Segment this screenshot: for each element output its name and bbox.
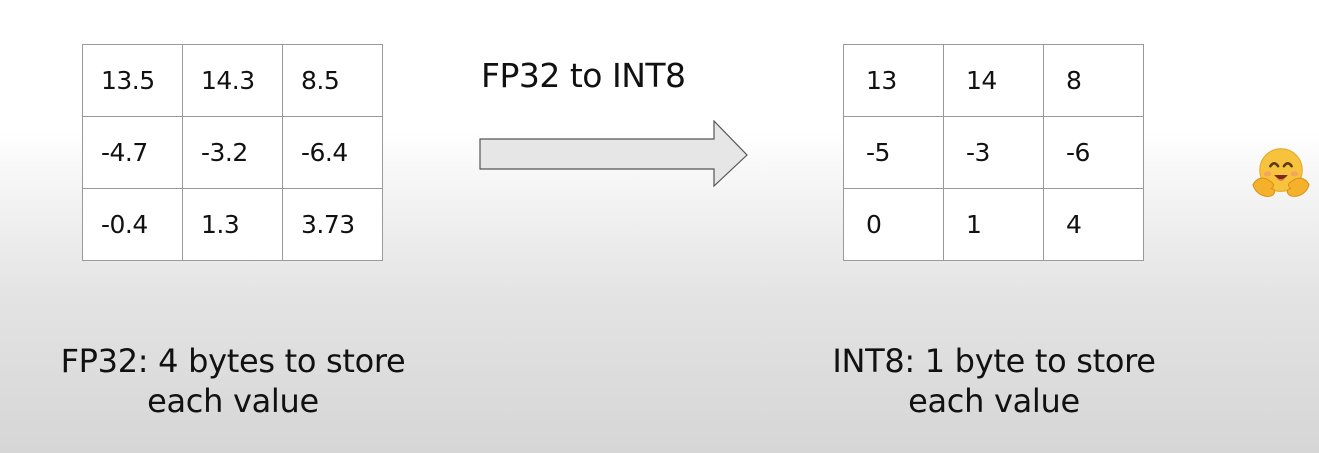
int8-caption-line2: each value [908,382,1080,420]
fp32-cell: 3.73 [282,188,383,261]
fp32-caption: FP32: 4 bytes to store each value [0,341,466,421]
fp32-cell: 13.5 [82,44,183,117]
int8-cell: 4 [1043,188,1144,261]
int8-cell: 14 [943,44,1044,117]
int8-cell: 1 [943,188,1044,261]
fp32-cell: -0.4 [82,188,183,261]
conversion-label: FP32 to INT8 [481,56,686,95]
fp32-cell: 8.5 [282,44,383,117]
right-arrow-icon [479,119,751,194]
table-row: -0.4 1.3 3.73 [82,188,383,261]
int8-cell: -3 [943,116,1044,189]
fp32-cell: -6.4 [282,116,383,189]
fp32-cell: 14.3 [182,44,283,117]
table-row: 13 14 8 [843,44,1144,117]
fp32-cell: -3.2 [182,116,283,189]
fp32-matrix: 13.5 14.3 8.5 -4.7 -3.2 -6.4 -0.4 1.3 3.… [82,44,383,261]
table-row: -4.7 -3.2 -6.4 [82,116,383,189]
int8-cell: 13 [843,44,944,117]
int8-matrix: 13 14 8 -5 -3 -6 0 1 4 [843,44,1144,261]
int8-caption: INT8: 1 byte to store each value [775,341,1213,421]
fp32-caption-line2: each value [147,382,319,420]
table-row: -5 -3 -6 [843,116,1144,189]
fp32-cell: 1.3 [182,188,283,261]
table-row: 0 1 4 [843,188,1144,261]
int8-caption-line1: INT8: 1 byte to store [832,342,1156,380]
int8-cell: 8 [1043,44,1144,117]
hugging-face-icon [1250,142,1312,208]
int8-cell: -6 [1043,116,1144,189]
int8-cell: -5 [843,116,944,189]
int8-cell: 0 [843,188,944,261]
fp32-caption-line1: FP32: 4 bytes to store [60,342,406,380]
table-row: 13.5 14.3 8.5 [82,44,383,117]
fp32-cell: -4.7 [82,116,183,189]
